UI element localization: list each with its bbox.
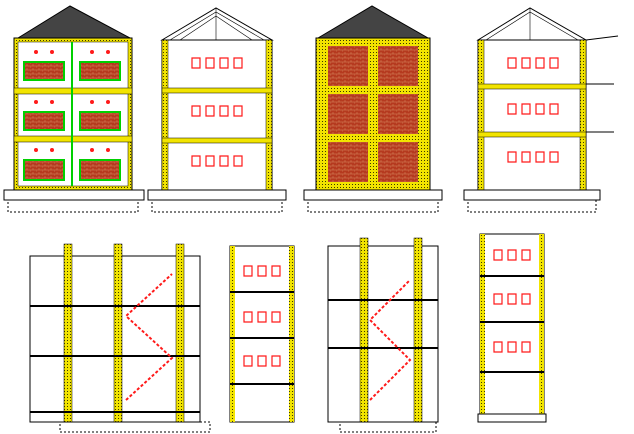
front-elevation	[3, 5, 145, 213]
section-a	[147, 7, 287, 213]
rear-elevation	[303, 5, 443, 213]
stair-section-2	[327, 237, 439, 433]
narrow-section-1	[229, 245, 295, 423]
front-elevation-windows	[23, 61, 121, 181]
narrow-section-2	[477, 233, 547, 423]
section-b	[463, 7, 619, 213]
stair-section-1	[29, 243, 211, 433]
